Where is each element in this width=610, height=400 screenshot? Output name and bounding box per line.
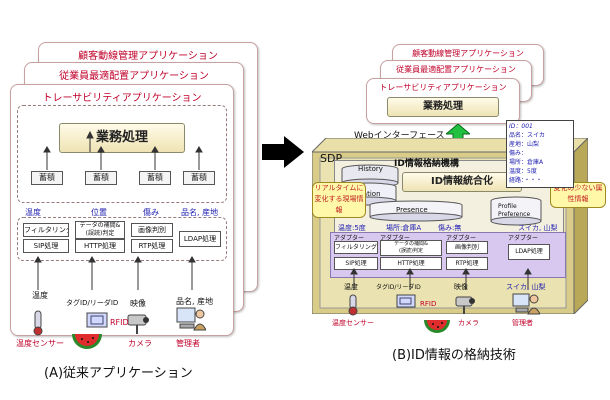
left-process-frame [17, 217, 227, 261]
right-app-card-3: トレーサビリティアプリケーション 業務処理 [366, 78, 520, 124]
left-proc-rtp: RTP処理 [131, 239, 173, 253]
web-interface-label: Webインターフェース [354, 131, 445, 141]
left-app-title-1: 顧客動線管理アプリケーション [78, 51, 218, 62]
left-proc-filter: フィルタリング [23, 223, 69, 237]
left-dev-label-temp: 温度 [32, 291, 48, 300]
right-proc-image: 画像判別 [446, 241, 488, 254]
right-dev-name-admin: 管理者 [512, 319, 533, 327]
left-attr-damage: 傷み [143, 208, 159, 217]
watermelon-icon [72, 334, 102, 349]
right-dev-name-camera: カメラ [458, 319, 479, 327]
note-line-6: 温度：5度 [509, 168, 537, 175]
left-attr-temp: 温度 [25, 208, 41, 217]
left-dev-name-rfid: RFID [110, 318, 129, 327]
right-rfid-tag-icon [396, 294, 416, 308]
right-dev-label-rfid: タグID/リーダID [376, 284, 421, 291]
adapter-label-4: アダプター [508, 235, 539, 242]
camera-icon [127, 314, 149, 334]
left-accum-2: 蓄積 [85, 171, 117, 185]
right-administrator-icon [512, 293, 540, 315]
web-if-up-arrow-icon [446, 124, 470, 146]
right-dev-label-video: 映像 [454, 283, 468, 291]
left-caption: (A)従来アプリケーション [44, 366, 193, 381]
right-proc-ldap: LDAP処理 [508, 244, 550, 260]
left-accum-1: 蓄積 [31, 171, 63, 185]
right-app-title-3: トレーサビリティアプリケーション [379, 83, 507, 92]
right-caption: (B)ID情報の格納技術 [392, 348, 516, 363]
mini-label-damage: 傷み:無 [438, 224, 462, 232]
left-proc-image: 画像判別 [131, 223, 173, 237]
right-dev-name-temp: 温度センサー [332, 319, 374, 327]
right-proc-sip: SIP処理 [334, 257, 378, 270]
id-store-title: ID情報格納機構 [394, 159, 459, 169]
presence-label: Presence [396, 206, 428, 214]
left-attr-name: 品名, 産地 [181, 208, 219, 217]
mini-label-pos: 場所:倉庫A [386, 224, 422, 232]
presence-db-icon [369, 200, 463, 222]
left-business-box: 業務処理 [59, 123, 185, 153]
id-note-card: ID：001 品名：スイカ 産地：山梨 傷み： 場所：倉庫A 温度：5度 経路：… [506, 120, 574, 188]
left-dev-name-camera: カメラ [128, 339, 152, 348]
left-proc-ldap: LDAP処理 [179, 231, 221, 247]
left-proc-sip: SIP処理 [23, 239, 69, 253]
right-dev-label-name: スイカ, 山梨 [506, 283, 546, 291]
left-dev-label-name: 品名, 産地 [176, 297, 214, 306]
left-accum-4: 蓄積 [183, 171, 215, 185]
left-proc-interp: データの補間& (誤読)判定 [75, 221, 125, 239]
left-arrows [34, 130, 203, 290]
right-proc-rtp: RTP処理 [446, 257, 488, 270]
left-dev-label-rfid: タグID/リーダID [66, 299, 119, 307]
right-dev-name-rfid: RFID [420, 300, 437, 308]
right-app-title-1: 顧客動線管理アプリケーション [412, 49, 524, 58]
right-camera-icon [455, 296, 475, 314]
right-proc-interp: データの補間& (誤読)判定 [380, 240, 442, 256]
left-dev-name-temp: 温度センサー [16, 339, 64, 348]
temp-sensor-icon [33, 310, 43, 336]
note-line-3: 産地：山梨 [509, 141, 540, 148]
right-temp-sensor-icon [348, 294, 358, 316]
note-line-5: 場所：倉庫A [509, 159, 544, 166]
history-label: History [358, 165, 383, 173]
left-app-card-3: トレーサビリティアプリケーション 業務処理 蓄積 蓄積 蓄積 蓄積 温度 位置 … [10, 84, 234, 336]
note-line-1: ID：001 [509, 123, 533, 130]
right-watermelon-icon [424, 320, 450, 333]
left-inner-frame [17, 105, 227, 203]
right-business-box: 業務処理 [387, 97, 499, 117]
mini-label-temp: 温度:5度 [338, 224, 366, 232]
left-app-title-2: 従業員最適配置アプリケーション [59, 71, 209, 82]
adapter-label-2: アダプター [380, 235, 411, 242]
left-accum-3: 蓄積 [139, 171, 171, 185]
left-app-title-3: トレーサビリティアプリケーション [42, 93, 202, 104]
administrator-icon [176, 307, 206, 331]
note-line-7: 経路：・・・ [509, 177, 543, 184]
left-attr-pos: 位置 [91, 208, 107, 217]
right-dev-label-temp: 温度 [344, 283, 358, 291]
right-app-title-2: 従業員最適配置アプリケーション [396, 65, 516, 74]
right-arrows [350, 268, 532, 290]
adapter-label-1: アダプター [334, 235, 365, 242]
left-proc-http: HTTP処理 [75, 239, 125, 253]
adapter-label-3: アダプター [446, 235, 477, 242]
profile-db-icon [490, 196, 542, 226]
note-line-4: 傷み： [509, 150, 528, 157]
left-dev-name-admin: 管理者 [176, 339, 200, 348]
profile-label: Profile Preference [498, 203, 531, 218]
right-proc-http: HTTP処理 [380, 257, 442, 270]
transition-arrow-icon [262, 136, 304, 168]
relation-label: Relation [352, 190, 381, 198]
mini-label-name: スイカ, 山梨 [518, 224, 558, 232]
rfid-tag-icon [86, 312, 108, 328]
left-dev-label-video: 映像 [130, 299, 146, 308]
right-proc-filter: フィルタリング [334, 241, 378, 254]
callout-realtime: リアルタイムに変化する現場情報 [312, 182, 366, 218]
note-line-2: 品名：スイカ [509, 132, 546, 139]
